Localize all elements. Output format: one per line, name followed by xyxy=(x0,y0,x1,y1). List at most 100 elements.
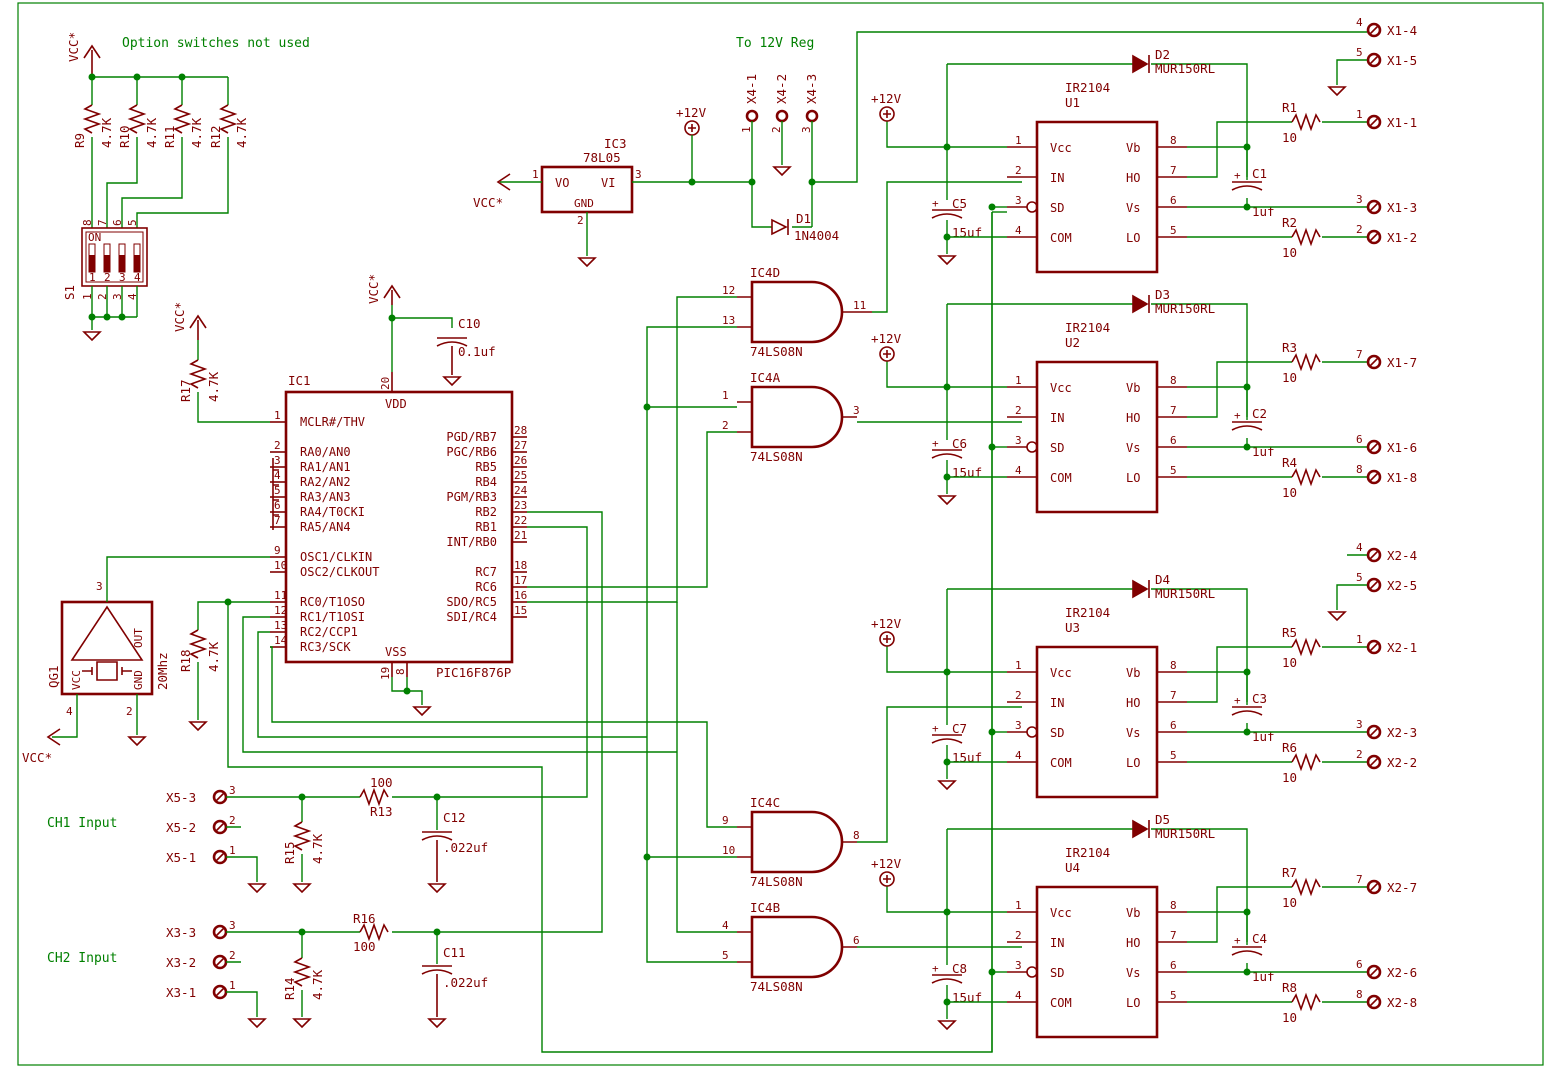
r13-ref: R13 xyxy=(370,804,393,819)
c12-val: .022uf xyxy=(443,840,488,855)
ic1-pin-20: 20 xyxy=(379,377,392,390)
driver-1-pin-8: 8 xyxy=(1170,374,1177,387)
ic1-pin-27-num: 27 xyxy=(514,439,527,452)
ic1-pin-22-name: RB1 xyxy=(475,520,497,534)
x3-3-pin: 3 xyxy=(229,919,236,932)
driver-2-pin-7: 7 xyxy=(1170,689,1177,702)
ic1-pin-11-num: 11 xyxy=(274,589,287,602)
ic3-vi: VI xyxy=(601,176,615,190)
ic1-pin-15-num: 15 xyxy=(514,604,527,617)
driver-0-part: IR2104 xyxy=(1065,80,1110,95)
ic1-pin-3-name: RA1/AN1 xyxy=(300,460,351,474)
driver-0-rh-val: 10 xyxy=(1282,130,1297,145)
driver-0-v12: +12V xyxy=(871,91,902,106)
driver-3-vb: Vb xyxy=(1126,906,1140,920)
osc-vcc-label: VCC xyxy=(70,670,83,690)
ic1-pin-25-num: 25 xyxy=(514,469,527,482)
r10-ref: R10 xyxy=(117,125,132,148)
ic1-pin-25-name: RB4 xyxy=(475,475,497,489)
r18-pulldown: R18 4.7K xyxy=(178,598,270,732)
driver-0-cvcc-ref: C5 xyxy=(952,196,967,211)
driver-0-pin-4: 4 xyxy=(1015,224,1022,237)
x4-1-label: X4-1 xyxy=(744,74,759,104)
x5-2-label: X5-2 xyxy=(166,820,196,835)
s1-label-3: 3 xyxy=(119,271,126,284)
oscillator-qg1: VCC OUT GND QG1 20Mhz 3 4 2 VCC* xyxy=(22,556,270,765)
x3-2-label: X3-2 xyxy=(166,955,196,970)
ic1-pin-18-num: 18 xyxy=(514,559,527,572)
ic1-pin-14-name: RC3/SCK xyxy=(300,640,351,654)
driver-1-rl-val: 10 xyxy=(1282,485,1297,500)
ic1-pin-2-num: 2 xyxy=(274,439,281,452)
driver-2-diode-part: MUR150RL xyxy=(1155,586,1215,601)
driver-0-vs: Vs xyxy=(1126,201,1140,215)
driver-1-pin-6: 6 xyxy=(1170,434,1177,447)
driver-3-cboot-plus: + xyxy=(1234,934,1241,947)
r13-val: 100 xyxy=(370,775,393,790)
driver-0-pin-7: 7 xyxy=(1170,164,1177,177)
ic1-pin-17-num: 17 xyxy=(514,574,527,587)
gate-2-part: 74LS08N xyxy=(750,874,803,889)
gate-1-pin-in1: 1 xyxy=(722,389,729,402)
x4-2-pin: 2 xyxy=(770,126,783,133)
driver-3-rl-ref: R8 xyxy=(1282,980,1297,995)
driver-0-ref: U1 xyxy=(1065,95,1080,110)
ic1-pin-5-num: 5 xyxy=(274,484,281,497)
gate-2-pin-in2: 10 xyxy=(722,844,735,857)
driver-1-in: IN xyxy=(1050,411,1064,425)
ic1-pin-7-num: 7 xyxy=(274,514,281,527)
vcc-label-ic1: VCC* xyxy=(366,274,381,304)
ic1-pin-4-num: 4 xyxy=(274,469,281,482)
driver-2-rh-ref: R5 xyxy=(1282,625,1297,640)
driver-2-in: IN xyxy=(1050,696,1064,710)
s1-on-label: ON xyxy=(88,231,101,244)
driver-2-conn-1-label: X2-5 xyxy=(1387,578,1417,593)
pullup-network: VCC* R9 4.7K R10 4.7K R11 4.7K R12 4.7K xyxy=(66,32,249,228)
driver-3-pin-5: 5 xyxy=(1170,989,1177,1002)
driver-1-pin-1: 1 xyxy=(1015,374,1022,387)
driver-1-v12: +12V xyxy=(871,331,902,346)
driver-1-diode-part: MUR150RL xyxy=(1155,301,1215,316)
driver-2-conn-3-pin: 3 xyxy=(1356,718,1363,731)
driver-1-pin-5: 5 xyxy=(1170,464,1177,477)
x3-1-pin: 1 xyxy=(229,979,236,992)
driver-1-conn-2-pin: 8 xyxy=(1356,463,1363,476)
ic3-pin-1: 1 xyxy=(532,168,539,181)
driver-0-cboot-ref: C1 xyxy=(1252,166,1267,181)
driver-1-rl-ref: R4 xyxy=(1282,455,1297,470)
ic1-pin-16-num: 16 xyxy=(514,589,527,602)
gate-1-ref: IC4A xyxy=(750,370,781,385)
driver-0-vcc: Vcc xyxy=(1050,141,1072,155)
driver-1-rh-ref: R3 xyxy=(1282,340,1297,355)
driver-2-cboot-val: 1uf xyxy=(1252,729,1275,744)
ic3-vo: VO xyxy=(555,176,569,190)
sheet-frame xyxy=(17,2,1544,1066)
x4-3-label: X4-3 xyxy=(804,74,819,104)
driver-3-rh-val: 10 xyxy=(1282,895,1297,910)
ic1-pin-28-name: PGD/RB7 xyxy=(446,430,497,444)
driver-1-pin-4: 4 xyxy=(1015,464,1022,477)
r16-val: 100 xyxy=(353,939,376,954)
x3-2-pin: 2 xyxy=(229,949,236,962)
driver-3-pin-6: 6 xyxy=(1170,959,1177,972)
ic1-pin-9-num: 9 xyxy=(274,544,281,557)
driver-2-vcc: Vcc xyxy=(1050,666,1072,680)
s1-label-2: 2 xyxy=(104,271,111,284)
driver-2-lo: LO xyxy=(1126,756,1140,770)
r11-ref: R11 xyxy=(162,125,177,148)
driver-0-conn-0-label: X1-4 xyxy=(1387,23,1417,38)
driver-2-conn-1-pin: 5 xyxy=(1356,571,1363,584)
driver-1-rh-val: 10 xyxy=(1282,370,1297,385)
driver-2-ref: U3 xyxy=(1065,620,1080,635)
driver-2-vs: Vs xyxy=(1126,726,1140,740)
r17-val: 4.7K xyxy=(206,371,221,402)
driver-3-com: COM xyxy=(1050,996,1072,1010)
driver-1-pin-3: 3 xyxy=(1015,434,1022,447)
driver-1-conn-0-pin: 7 xyxy=(1356,348,1363,361)
ic1-pin-27-name: PGC/RB6 xyxy=(446,445,497,459)
ic3-part: 78L05 xyxy=(583,150,621,165)
driver-0-conn-0-pin: 4 xyxy=(1356,16,1363,29)
